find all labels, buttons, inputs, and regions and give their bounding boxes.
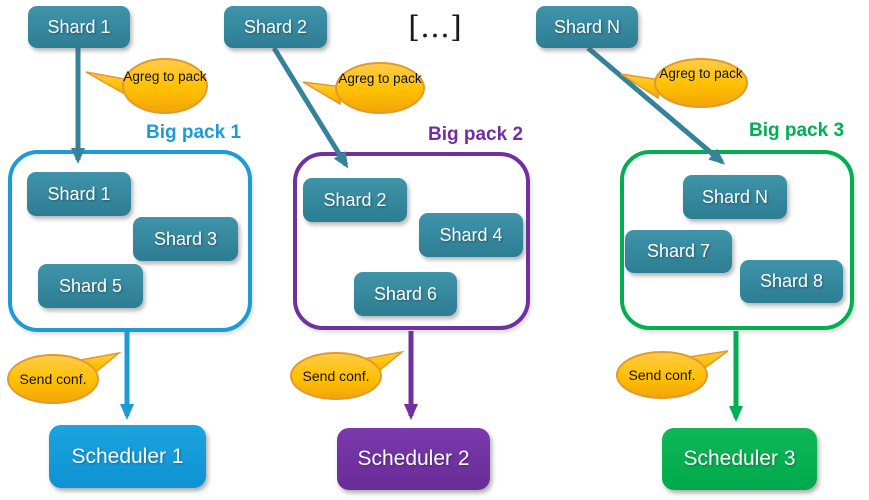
pack-label-2: Big pack 2 [428, 124, 524, 145]
pack1-shard-3: Shard 3 [133, 217, 238, 261]
agreg-callout-text-3: Agreg to pack [659, 66, 743, 81]
pack-label-3: Big pack 3 [749, 120, 845, 141]
agreg-callout-text-2: Agreg to pack [338, 71, 422, 86]
source-shard-n: Shard N [536, 6, 638, 48]
source-shard-2: Shard 2 [224, 6, 327, 48]
agreg-callout-bubble-1 [122, 58, 208, 114]
pack1-shard-5: Shard 5 [38, 264, 143, 308]
scheduler-1: Scheduler 1 [49, 425, 206, 488]
scheduler-3: Scheduler 3 [662, 428, 817, 490]
pack2-shard-6: Shard 6 [354, 272, 457, 316]
pack3-shard-7: Shard 7 [625, 230, 732, 273]
send-callout-text-2: Send conf. [302, 368, 370, 384]
pack-label-1: Big pack 1 [146, 122, 242, 143]
scheduler-2: Scheduler 2 [337, 428, 490, 490]
pack3-shard-n: Shard N [683, 175, 787, 219]
pack3-shard-8: Shard 8 [740, 260, 843, 303]
pack2-shard-2: Shard 2 [303, 178, 407, 222]
pack1-shard-1: Shard 1 [27, 172, 131, 216]
arrow-shard2-to-pack2 [271, 46, 349, 169]
pack2-shard-4: Shard 4 [419, 213, 523, 257]
source-shard-1: Shard 1 [28, 6, 130, 48]
ellipsis-label: […] [408, 10, 462, 45]
send-callout-text-3: Send conf. [628, 367, 696, 383]
send-callout-text-1: Send conf. [19, 371, 87, 387]
agreg-callout-text-1: Agreg to pack [123, 69, 207, 84]
